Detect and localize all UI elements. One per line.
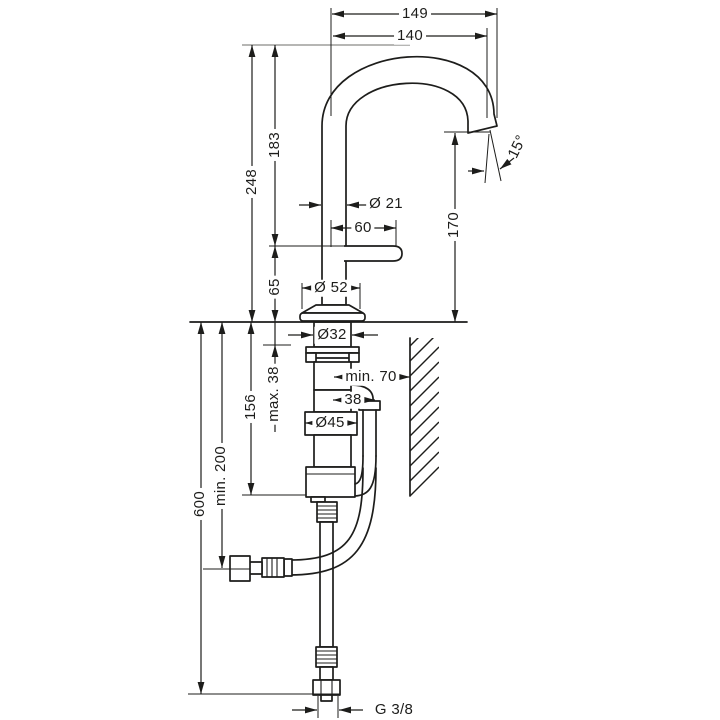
dim-label-max-counter-thickness: max. 38 — [265, 363, 283, 425]
dim-label-thread-size: G 3/8 — [371, 701, 417, 719]
dim-label-handle-length: 60 — [351, 219, 375, 237]
flexible-hose — [229, 467, 377, 582]
mounting-nut-tab-left — [305, 352, 317, 363]
hose-collar-left — [248, 561, 263, 575]
dim-label-spout-pipe-diameter: Ø 21 — [366, 195, 406, 213]
hose-outer-curve — [289, 467, 377, 576]
dim-label-body-diameter: Ø45 — [312, 414, 348, 432]
dim-label-base-diameter: Ø 52 — [311, 279, 351, 297]
dim-label-min-wall-distance: min. 70 — [342, 368, 400, 386]
fitting-stub — [320, 694, 333, 702]
dim-label-shank-diameter: Ø32 — [314, 326, 350, 344]
hose-elbow-outer — [354, 455, 377, 497]
wall-section — [409, 337, 439, 497]
body-lower-tube — [313, 434, 352, 468]
supply-tube — [319, 521, 334, 648]
dim-15deg-right-arrow — [499, 157, 515, 170]
wall-hatch — [410, 338, 439, 496]
dim-label-hose-offset: 38 — [341, 391, 365, 409]
dim-label-hose-length: 600 — [191, 488, 209, 520]
dim-label-spout-clearance: 183 — [266, 129, 284, 161]
dim-label-overall-projection: 149 — [399, 5, 431, 23]
stub-tube — [319, 666, 334, 681]
hose-collar-right — [283, 558, 293, 577]
faucet-base-rim — [299, 312, 366, 322]
g38-hex-fitting — [312, 679, 341, 696]
supply-pipe — [312, 501, 341, 702]
mounting-nut-bar — [312, 352, 353, 359]
dim-label-outlet-height: 170 — [445, 209, 463, 241]
corrugated-connector-top — [316, 501, 338, 523]
dim-label-total-height: 248 — [243, 166, 261, 198]
dim-label-min-clearance-below: min. 200 — [212, 443, 230, 509]
dim-label-under-counter-depth: 156 — [242, 391, 260, 423]
mounting-nut — [305, 346, 360, 354]
under-counter-body — [304, 321, 381, 503]
dim-label-spout-projection: 140 — [394, 27, 426, 45]
dim-label-handle-height: 65 — [266, 275, 284, 299]
faucet-handle — [344, 245, 403, 262]
faucet-base-cone — [301, 304, 364, 314]
hose-elbow-inner — [354, 455, 364, 485]
mounting-nut-tab-right — [348, 352, 360, 363]
body-bottom-box — [305, 466, 356, 498]
corrugated-connector-bottom — [315, 646, 338, 668]
hose-corrugation — [261, 557, 285, 578]
hose-inner-curve — [289, 467, 364, 561]
